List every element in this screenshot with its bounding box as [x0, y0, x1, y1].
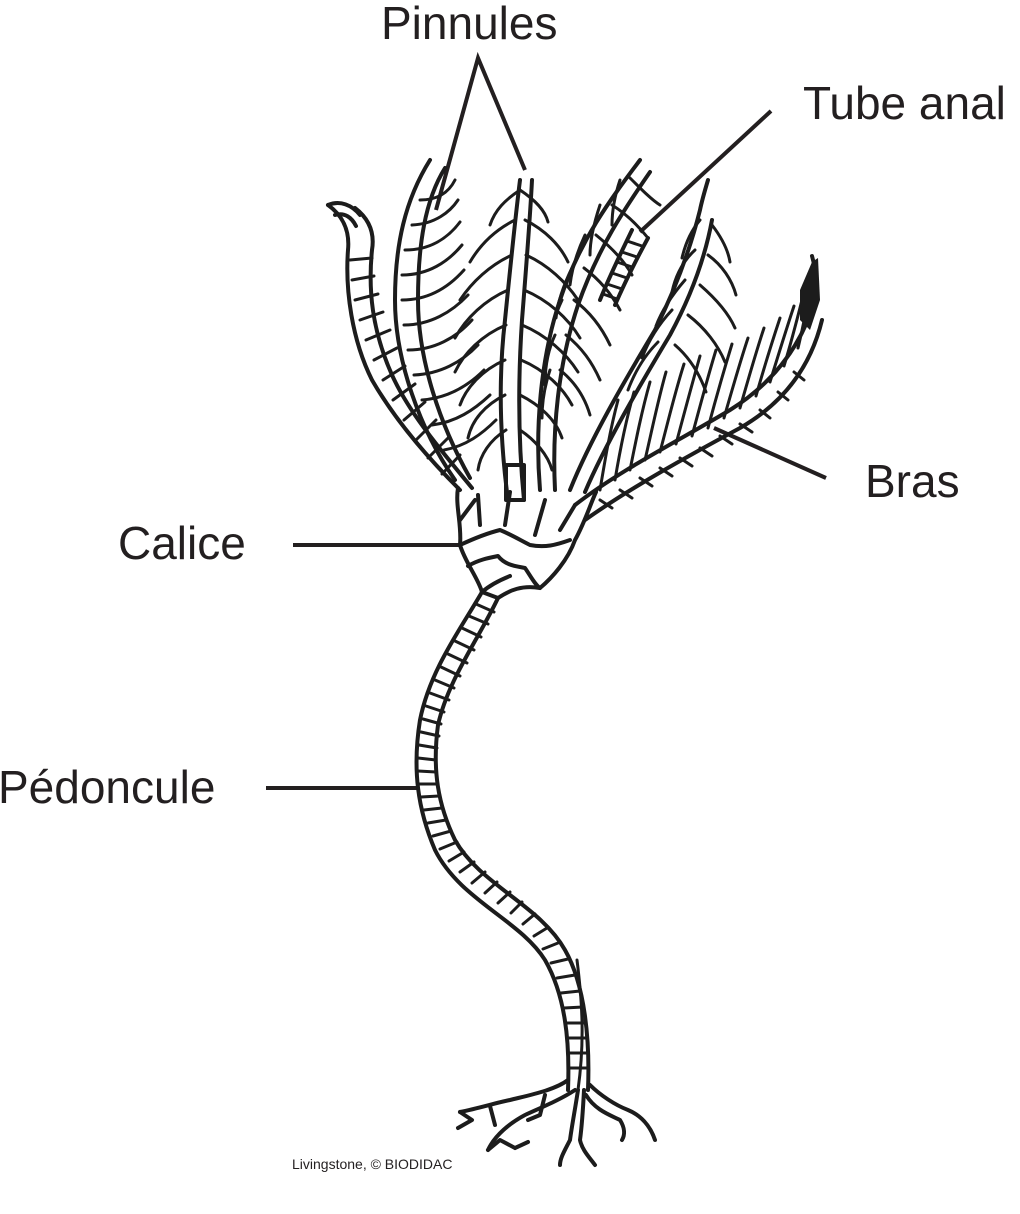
leader-tube-anal: [638, 109, 773, 234]
calyx: [455, 486, 598, 600]
credit-line: Livingstone, © BIODIDAC: [292, 1156, 453, 1172]
label-pinnules: Pinnules: [381, 0, 558, 49]
leader-lines: [266, 51, 827, 790]
label-pedoncule: Pédoncule: [0, 761, 216, 813]
leader-pinnules: [434, 51, 527, 211]
label-bras: Bras: [865, 455, 960, 507]
leader-bras: [713, 426, 827, 480]
label-calice: Calice: [118, 517, 246, 569]
arms: [326, 158, 824, 522]
stalk: [414, 590, 591, 1092]
label-tube-anal: Tube anal: [803, 77, 1006, 129]
root-cirri: [456, 1078, 657, 1167]
